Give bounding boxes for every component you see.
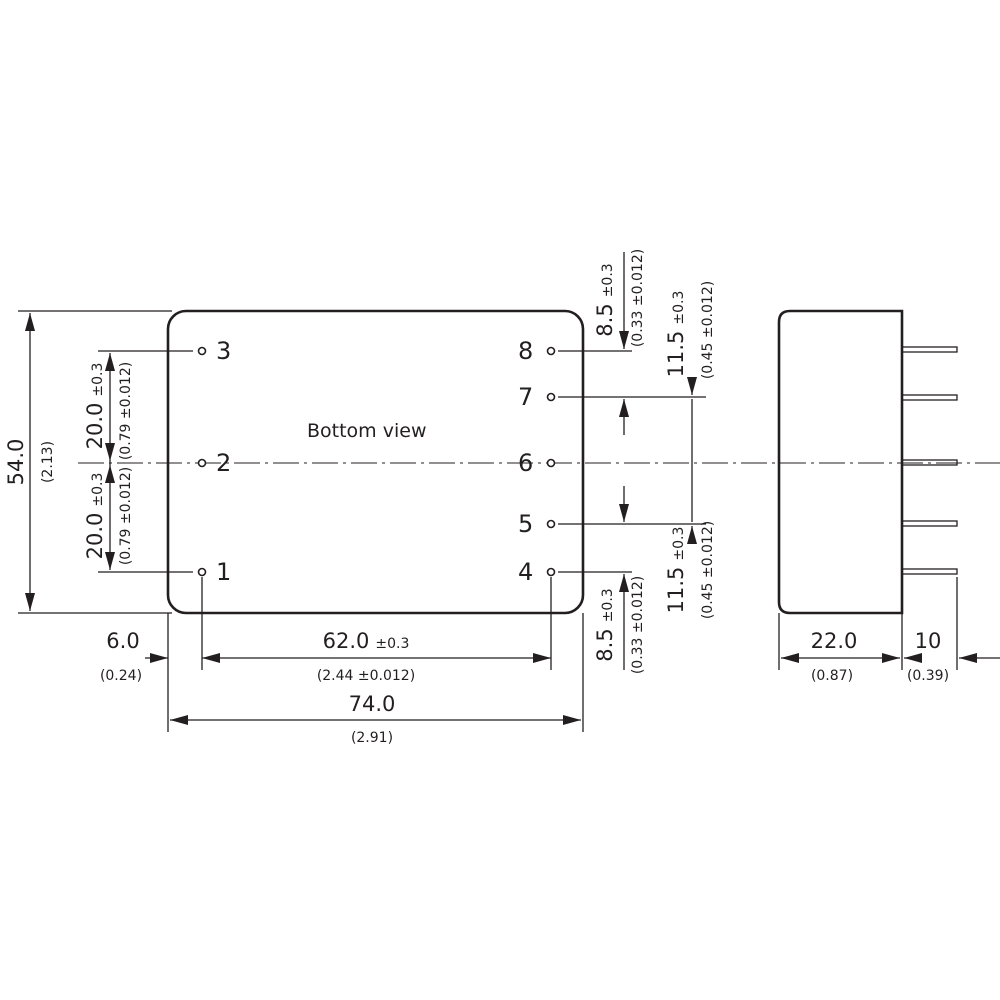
side-pin	[901, 459, 958, 466]
dimension-overall-length: 74.0 (2.91)	[170, 692, 581, 746]
dim-inch: (0.45 ±0.012)	[700, 521, 716, 619]
arrowhead	[105, 465, 115, 483]
dimension-overall-height: 54.0 (2.13)	[4, 310, 172, 614]
dim-value: 8.5±0.3	[593, 588, 617, 661]
dim-value-lower: 20.0±0.3	[83, 473, 107, 560]
dimension-bottom-pin-spacing: 8.5±0.3 (0.33 ±0.012)	[593, 486, 646, 674]
pin-label: 5	[518, 510, 533, 538]
arrowhead	[619, 504, 629, 522]
pin-7: 7	[518, 383, 556, 411]
dim-value-upper: 20.0±0.3	[83, 363, 107, 450]
arrowhead	[687, 526, 697, 544]
arrowhead	[959, 653, 977, 663]
dim-inch: (2.44 ±0.012)	[317, 668, 415, 684]
side-view	[777, 309, 958, 615]
dim-value: 11.5±0.3	[664, 291, 688, 378]
pin-label: 2	[216, 449, 231, 477]
pin-3: 3	[197, 337, 231, 365]
dimension-pin-pitch: 20.0±0.3 (0.79 ±0.012) 20.0±0.3 (0.79 ±0…	[83, 350, 193, 573]
dimension-lower-mid-spacing: 11.5±0.3 (0.45 ±0.012)	[664, 521, 716, 619]
dimension-body-depth: 22.0 (0.87)	[781, 629, 900, 684]
pin-8: 8	[518, 337, 556, 365]
dim-inch: (2.91)	[351, 730, 393, 746]
pin-hole	[546, 519, 556, 529]
dim-value: 11.5±0.3	[664, 527, 688, 614]
pin-label: 8	[518, 337, 533, 365]
dim-inch: (2.13)	[40, 441, 56, 483]
pin-6: 6	[518, 449, 556, 477]
dim-value: 6.0	[106, 629, 139, 653]
dim-value: 62.0±0.3	[323, 629, 410, 653]
pin-label: 1	[216, 558, 231, 586]
module-outline-side-view	[777, 309, 904, 615]
module-outline-bottom-view	[166, 309, 585, 615]
dim-value: 74.0	[349, 692, 396, 716]
dim-value: 22.0	[811, 629, 858, 653]
side-pin	[901, 394, 958, 401]
pin-4: 4	[518, 558, 556, 586]
pin-hole	[546, 392, 556, 402]
dim-inch: (0.24)	[100, 668, 142, 684]
pin-label: 7	[518, 383, 533, 411]
dimension-upper-mid-spacing: 11.5±0.3 (0.45 ±0.012)	[664, 281, 716, 522]
arrowhead	[619, 399, 629, 417]
pin-label: 6	[518, 449, 533, 477]
side-pin	[901, 346, 958, 353]
arrowhead	[687, 377, 697, 395]
pin-5: 5	[518, 510, 556, 538]
pin-hole	[546, 346, 556, 356]
dim-inch-upper: (0.79 ±0.012)	[118, 362, 134, 460]
arrowhead	[781, 653, 799, 663]
arrowhead	[619, 574, 629, 592]
dim-inch: (0.87)	[811, 668, 853, 684]
pin-label: 3	[216, 337, 231, 365]
side-pin	[901, 568, 958, 575]
pin-2: 2	[197, 449, 231, 477]
dim-inch: (0.39)	[907, 668, 949, 684]
arrowhead	[105, 353, 115, 371]
dim-value: 8.5±0.3	[593, 263, 617, 336]
pin-hole	[197, 567, 207, 577]
pin-label: 4	[518, 558, 533, 586]
arrowhead	[904, 653, 922, 663]
dimension-pin-length: 10 (0.39)	[904, 629, 1000, 684]
view-title: Bottom view	[307, 420, 426, 442]
pin-hole	[197, 458, 207, 468]
dim-inch: (0.33 ±0.012)	[630, 249, 646, 347]
dim-value: 54.0	[4, 439, 28, 486]
arrowhead	[170, 715, 188, 725]
arrowhead	[105, 443, 115, 461]
dimension-pin-span: 62.0±0.3 (2.44 ±0.012)	[202, 629, 551, 684]
arrowhead	[25, 313, 35, 331]
dimension-top-pin-spacing: 8.5±0.3 (0.33 ±0.012)	[593, 249, 646, 435]
pin-hole	[197, 346, 207, 356]
dim-inch: (0.33 ±0.012)	[630, 576, 646, 674]
arrowhead	[105, 552, 115, 570]
pin-hole	[546, 567, 556, 577]
arrowhead	[882, 653, 900, 663]
arrowhead	[619, 331, 629, 349]
side-pin	[901, 520, 958, 527]
arrowhead	[563, 715, 581, 725]
pin-hole	[546, 458, 556, 468]
arrowhead	[150, 653, 168, 663]
arrowhead	[25, 593, 35, 611]
dimension-edge-offset: 6.0 (0.24)	[100, 629, 220, 684]
dim-inch-lower: (0.79 ±0.012)	[118, 467, 134, 565]
arrowhead	[533, 653, 551, 663]
dim-inch: (0.45 ±0.012)	[700, 281, 716, 379]
dim-value: 10	[915, 629, 942, 653]
pin-1: 1	[197, 558, 231, 586]
